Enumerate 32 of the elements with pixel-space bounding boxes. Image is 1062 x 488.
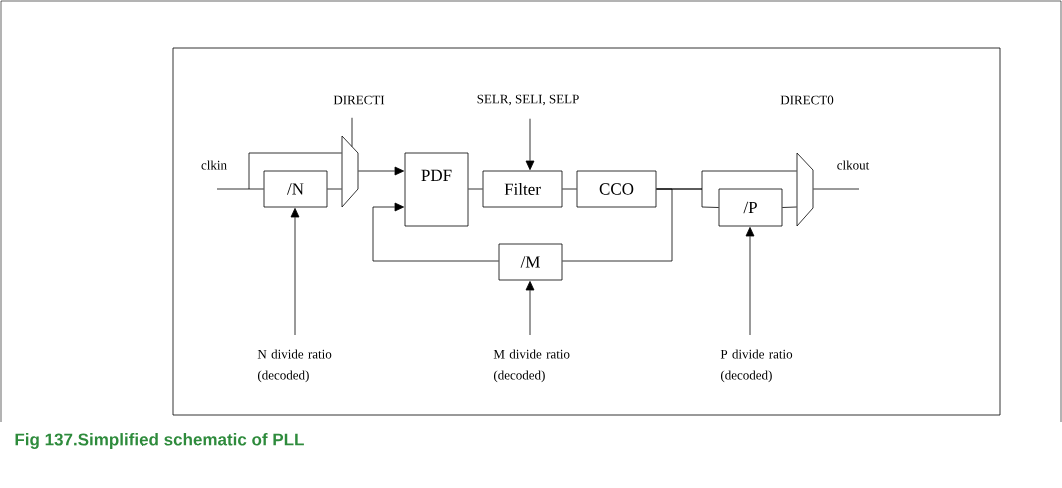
block-box: PDF <box>404 152 469 227</box>
block-box: /P <box>718 188 783 227</box>
figure-caption: Fig 137.Simplified schematic of PLL <box>15 433 304 449</box>
signal-label: SELR, SELI, SELP <box>477 94 579 106</box>
connector-line <box>358 166 405 176</box>
block-box: /N <box>263 170 328 208</box>
connector-line <box>525 118 535 171</box>
connector-line <box>248 152 342 190</box>
connector-line <box>782 206 797 208</box>
signal-label: DIRECTI <box>333 95 385 105</box>
signal-label: M divide ratio (decoded) <box>493 349 570 383</box>
connector-line <box>372 202 499 262</box>
multiplexer-symbol <box>341 135 359 208</box>
signal-label: clkout <box>837 160 870 170</box>
connector-line <box>813 188 860 190</box>
block-box: /M <box>498 243 563 281</box>
connector-line <box>745 227 755 336</box>
connector-line <box>468 188 483 190</box>
connector-line <box>327 188 342 190</box>
connector-line <box>290 208 300 336</box>
block-box: Filter <box>482 170 563 208</box>
signal-label: N divide ratio (decoded) <box>257 349 332 383</box>
multiplexer-symbol <box>796 152 814 227</box>
connector-line <box>216 188 264 190</box>
signal-label: clkin <box>201 160 227 170</box>
connector-line <box>562 188 673 262</box>
connector-line <box>525 281 535 336</box>
connector-line <box>562 188 577 190</box>
signal-label: P divide ratio (decoded) <box>720 349 793 383</box>
block-box: CCO <box>576 170 657 208</box>
signal-label: DIRECT0 <box>780 95 834 105</box>
connector-line <box>351 117 353 147</box>
